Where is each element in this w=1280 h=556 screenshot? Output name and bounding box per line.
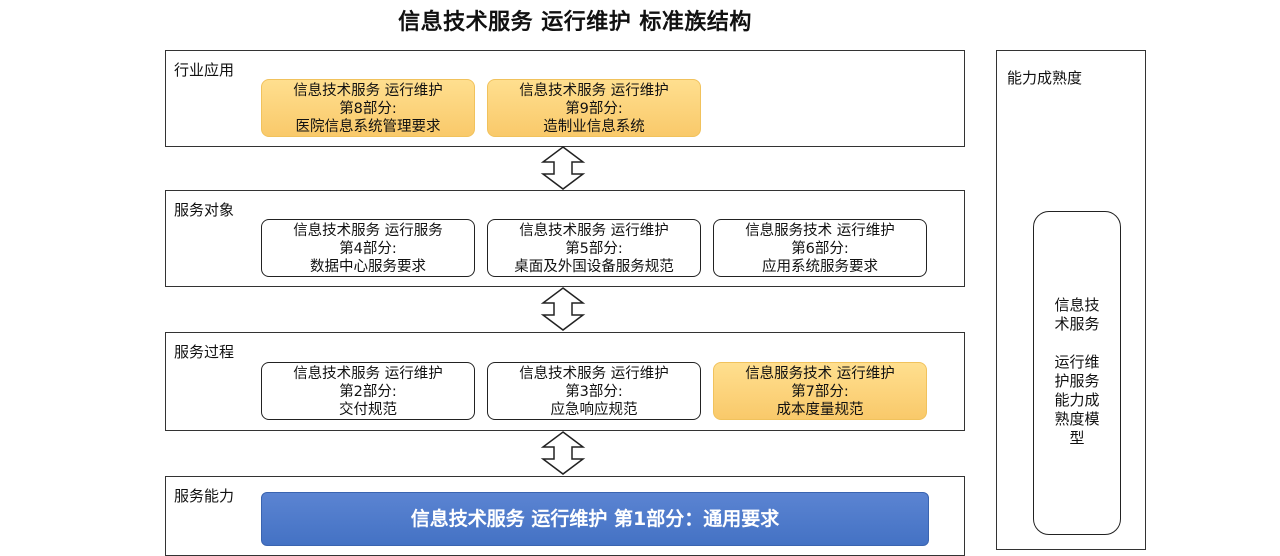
maturity-line: 型 <box>1069 429 1085 447</box>
layer-label-objects: 服务对象 <box>174 201 235 219</box>
layer-label-process: 服务过程 <box>174 343 235 361</box>
doc-part-7: 信息服务技术 运行维护 第7部分: 成本度量规范 <box>713 362 927 420</box>
doc-line: 信息服务技术 运行维护 <box>745 366 895 382</box>
doc-part-9: 信息技术服务 运行维护 第9部分: 造制业信息系统 <box>487 79 701 137</box>
maturity-label: 能力成熟度 <box>1007 69 1083 87</box>
maturity-column: 能力成熟度 信息技 术服务 运行维 护服务 能力成 熟度模 型 <box>996 50 1146 550</box>
doc-line: 第6部分: <box>791 241 849 257</box>
doc-line: 第7部分: <box>791 384 849 400</box>
doc-part-1-core: 信息技术服务 运行维护 第1部分：通用要求 <box>261 492 929 546</box>
doc-line: 成本度量规范 <box>776 402 864 418</box>
doc-part-3: 信息技术服务 运行维护 第3部分: 应急响应规范 <box>487 362 701 420</box>
double-arrow-icon <box>540 146 586 190</box>
doc-line: 造制业信息系统 <box>543 119 645 135</box>
doc-line: 第5部分: <box>565 241 623 257</box>
layer-objects: 服务对象 信息技术服务 运行服务 第4部分: 数据中心服务要求 信息技术服务 运… <box>165 190 965 287</box>
maturity-line: 术服务 <box>1054 315 1100 333</box>
doc-line: 第4部分: <box>339 241 397 257</box>
doc-line: 信息技术服务 运行维护 <box>519 366 669 382</box>
doc-line: 医院信息系统管理要求 <box>295 119 441 135</box>
doc-line: 第3部分: <box>565 384 623 400</box>
layer-process: 服务过程 信息技术服务 运行维护 第2部分: 交付规范 信息技术服务 运行维护 … <box>165 332 965 431</box>
maturity-line: 能力成 <box>1054 391 1100 409</box>
doc-line: 信息技术服务 运行维护 <box>519 83 669 99</box>
doc-part-5: 信息技术服务 运行维护 第5部分: 桌面及外国设备服务规范 <box>487 219 701 277</box>
layer-industry: 行业应用 信息技术服务 运行维护 第8部分: 医院信息系统管理要求 信息技术服务… <box>165 50 965 147</box>
doc-part-8: 信息技术服务 运行维护 第8部分: 医院信息系统管理要求 <box>261 79 475 137</box>
doc-line: 桌面及外国设备服务规范 <box>514 259 674 275</box>
doc-line: 第9部分: <box>565 101 623 117</box>
diagram-title: 信息技术服务 运行维护 标准族结构 <box>398 10 752 35</box>
maturity-line: 护服务 <box>1054 372 1100 390</box>
doc-line: 信息技术服务 运行维护 <box>293 83 443 99</box>
maturity-line: 信息技 <box>1054 296 1100 314</box>
double-arrow-icon <box>540 287 586 331</box>
doc-line: 应用系统服务要求 <box>762 259 878 275</box>
maturity-line: 熟度模 <box>1054 410 1100 428</box>
layer-capability: 服务能力 信息技术服务 运行维护 第1部分：通用要求 <box>165 476 965 556</box>
doc-line: 信息技术服务 运行维护 <box>293 366 443 382</box>
doc-line: 信息技术服务 运行维护 <box>519 223 669 239</box>
doc-line: 第8部分: <box>339 101 397 117</box>
layer-label-industry: 行业应用 <box>174 61 235 79</box>
doc-part-4: 信息技术服务 运行服务 第4部分: 数据中心服务要求 <box>261 219 475 277</box>
maturity-model-box: 信息技 术服务 运行维 护服务 能力成 熟度模 型 <box>1033 211 1121 535</box>
doc-part-6: 信息服务技术 运行维护 第6部分: 应用系统服务要求 <box>713 219 927 277</box>
doc-line: 应急响应规范 <box>550 402 638 418</box>
doc-line: 数据中心服务要求 <box>310 259 426 275</box>
maturity-line: 运行维 <box>1054 353 1100 371</box>
double-arrow-icon <box>540 431 586 475</box>
doc-line: 交付规范 <box>339 402 397 418</box>
doc-line: 信息服务技术 运行维护 <box>745 223 895 239</box>
doc-line: 信息技术服务 运行服务 <box>293 223 443 239</box>
doc-line: 第2部分: <box>339 384 397 400</box>
layer-label-capability: 服务能力 <box>174 487 235 505</box>
doc-part-2: 信息技术服务 运行维护 第2部分: 交付规范 <box>261 362 475 420</box>
